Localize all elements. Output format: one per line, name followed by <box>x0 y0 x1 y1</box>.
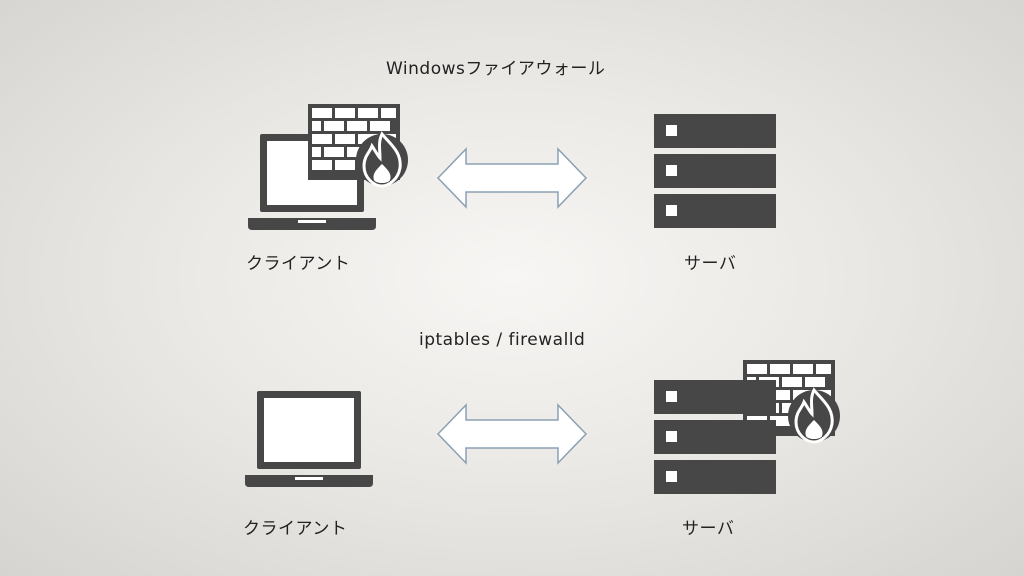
section-2-server-label: サーバ <box>682 519 735 539</box>
section-2-double-arrow-icon <box>436 403 588 465</box>
section-2-flame-icon <box>786 388 842 444</box>
section-1-double-arrow-icon <box>436 147 588 209</box>
section-2-server-icon <box>654 380 776 494</box>
section-2-title: iptables / firewalld <box>419 330 586 350</box>
section-1-server-label: サーバ <box>684 254 737 274</box>
section-2-client-label: クライアント <box>243 519 348 539</box>
section-1-client-label: クライアント <box>246 254 351 274</box>
section-1-title: Windowsファイアウォール <box>386 59 606 79</box>
section-1-flame-icon <box>354 132 410 188</box>
section-2-client-laptop-icon <box>245 391 373 487</box>
section-1-server-icon <box>654 114 776 228</box>
